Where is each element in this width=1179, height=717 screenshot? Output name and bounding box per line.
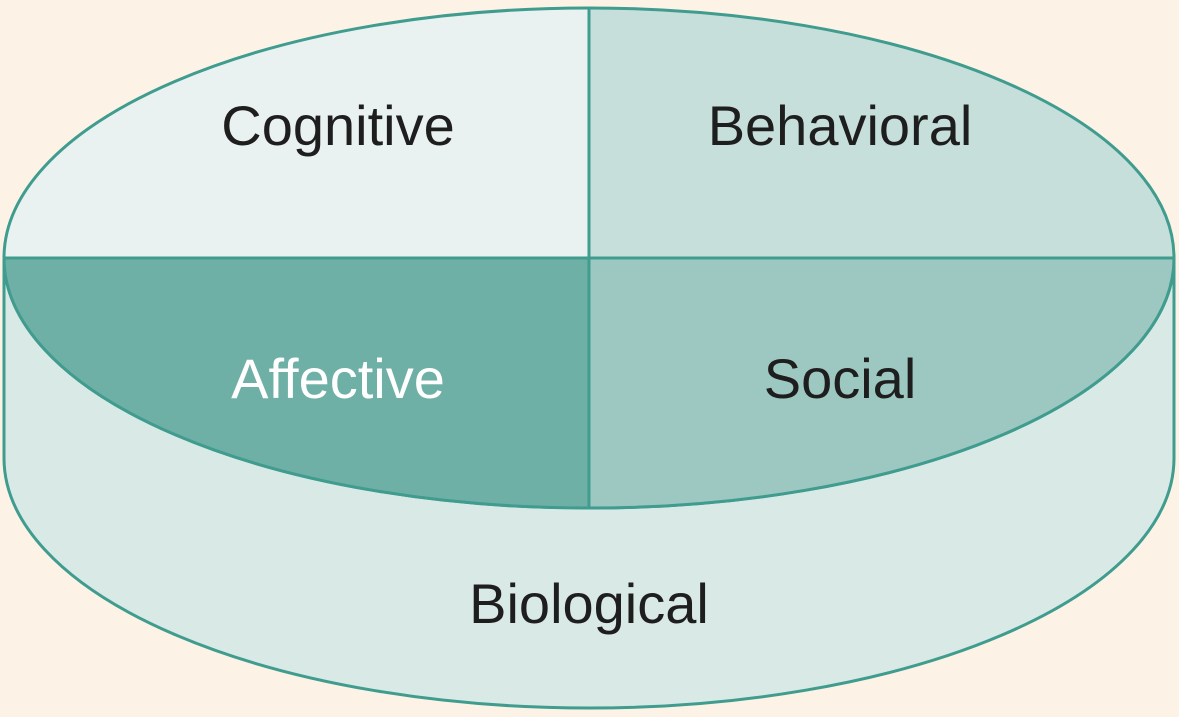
segment-social: [589, 258, 1174, 508]
label-behavioral: Behavioral: [708, 94, 973, 157]
label-cognitive: Cognitive: [221, 94, 454, 157]
label-biological: Biological: [469, 572, 709, 635]
segment-affective: [4, 258, 589, 508]
label-affective: Affective: [231, 347, 445, 410]
segment-behavioral: [589, 8, 1174, 258]
segment-cognitive: [4, 8, 589, 258]
label-social: Social: [764, 347, 917, 410]
